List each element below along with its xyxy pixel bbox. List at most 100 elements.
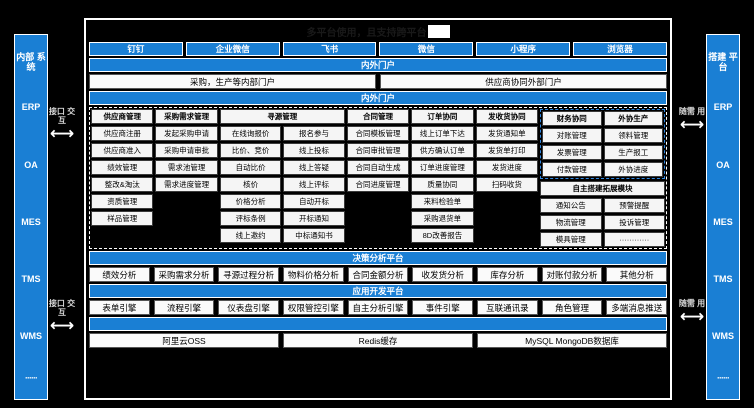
left-rail-item-mes[interactable]: MES [21,216,41,227]
matrix-item[interactable]: 通知公告 [540,198,602,213]
matrix-item[interactable]: 线上答疑 [283,160,345,175]
right-rail-item-mes[interactable]: MES [713,216,733,227]
decision-item[interactable]: 其他分析 [606,267,668,282]
matrix-item[interactable]: 需求进度管理 [155,177,218,192]
matrix-item[interactable]: 样品管理 [91,211,154,226]
portal-cell-external[interactable]: 供应商协同外部门户 [380,74,667,89]
appdev-item[interactable]: 互联通讯录 [477,300,538,315]
matrix-item[interactable]: 模具管理 [540,232,602,247]
left-rail-item-wms[interactable]: WMS [20,331,42,342]
matrix-item[interactable]: 比价、竞价 [219,143,282,158]
matrix-item[interactable]: 采购退货单 [411,211,474,226]
matrix-item[interactable]: 外协进度 [603,162,663,177]
right-rail-item-erp[interactable]: ERP [713,102,733,113]
appdev-item[interactable]: 多端消息推送 [606,300,668,315]
matrix-item[interactable]: 来料检验单 [411,194,474,209]
matrix-item[interactable]: 发货进度 [475,160,539,175]
platform-chip-dingtalk[interactable]: 钉钉 [89,42,183,56]
platform-chip-miniprogram[interactable]: 小程序 [476,42,571,56]
matrix-item[interactable]: 开标通知 [283,211,345,226]
matrix-item[interactable]: 供应商注册 [91,126,154,141]
matrix-item[interactable]: 8D改善报告 [411,228,474,243]
matrix-item[interactable]: 投诉管理 [603,215,665,230]
matrix-item[interactable]: 合同进度管理 [346,177,410,192]
appdev-item[interactable]: 自主分析引擎 [347,300,409,315]
matrix-dashed-region: 供应商管理 供应商注册 供应商准入 绩效管理 整改&淘汰 资质管理 样品管理 采… [89,107,667,249]
decision-item[interactable]: 绩效分析 [89,267,150,282]
appdev-item[interactable]: 角色管理 [541,300,603,315]
matrix-item[interactable]: 预警提醒 [603,198,665,213]
decision-item[interactable]: 库存分析 [477,267,538,282]
page-title: 多平台使用，且支持跨平台 [89,23,667,40]
matrix-item[interactable]: 自动开标 [283,194,345,209]
matrix-item[interactable]: 发票管理 [542,145,602,160]
matrix-spacer [346,228,410,243]
infra-item-database[interactable]: MySQL MongoDB数据库 [477,333,667,348]
left-connector-bottom: 接口 交互 ⟷ [48,299,76,333]
matrix-item[interactable]: 采购申请审批 [155,143,218,158]
decision-item[interactable]: 采购需求分析 [153,267,215,282]
matrix-item[interactable]: 供应商准入 [91,143,154,158]
matrix-highlight-region: 财务协同 对账管理 发票管理 付款管理 外协生产 领料管理 生产报工 外协进度 [540,109,665,179]
matrix-item[interactable]: 线上投标 [283,143,345,158]
appdev-item[interactable]: 流程引擎 [153,300,215,315]
matrix-header-contract: 合同管理 [346,109,410,124]
matrix-item[interactable]: 报名参与 [283,126,345,141]
right-connector-top-label: 随需 用 [678,107,706,116]
right-rail-item-wms[interactable]: WMS [712,331,734,342]
main-stage: 多平台使用，且支持跨平台 钉钉 企业微信 飞书 微信 小程序 浏览器 内外门户 … [84,18,672,400]
portal-cell-internal[interactable]: 采购，生产等内部门户 [89,74,376,89]
infra-item-redis[interactable]: Redis缓存 [283,333,473,348]
appdev-item[interactable]: 权限管控引擎 [283,300,344,315]
matrix-item[interactable]: 自动比价 [219,160,282,175]
matrix-item[interactable]: 价格分析 [219,194,282,209]
right-connector-top: 随需 用 ⟷ [678,107,706,133]
right-rail-item-oa[interactable]: OA [716,159,730,170]
matrix-item[interactable]: 合同模板管理 [346,126,410,141]
matrix-item[interactable]: 订单进度管理 [411,160,474,175]
matrix-item[interactable]: 需求池管理 [155,160,218,175]
appdev-item[interactable]: 仪表盘引擎 [218,300,280,315]
infra-item-oss[interactable]: 阿里云OSS [89,333,279,348]
right-rail-item-tms[interactable]: TMS [713,274,733,285]
matrix-item[interactable]: 线上订单下达 [411,126,474,141]
matrix-item[interactable]: 核价 [219,177,282,192]
left-rail-item-oa[interactable]: OA [24,159,38,170]
matrix-item[interactable]: 绩效管理 [91,160,154,175]
matrix-item[interactable]: 付款管理 [542,162,602,177]
matrix-item: ············ [603,232,665,247]
matrix-item[interactable]: 合同自动生成 [346,160,410,175]
platform-chip-browser[interactable]: 浏览器 [573,42,667,56]
matrix-item[interactable]: 物流管理 [540,215,602,230]
matrix-item[interactable]: 资质管理 [91,194,154,209]
decision-item[interactable]: 物料价格分析 [283,267,344,282]
matrix-item[interactable]: 质量协同 [411,177,474,192]
matrix-item[interactable]: 领料管理 [603,128,663,143]
left-rail-item-erp[interactable]: ERP [21,102,41,113]
matrix-item[interactable]: 合同审批管理 [346,143,410,158]
left-connector-top-label: 接口 交互 [48,107,76,125]
matrix-item[interactable]: 在线询报价 [219,126,282,141]
matrix-item[interactable]: 发货通知单 [475,126,539,141]
matrix-item[interactable]: 扫码收货 [475,177,539,192]
appdev-item[interactable]: 事件引擎 [412,300,474,315]
matrix-item[interactable]: 供方确认订单 [411,143,474,158]
matrix-item[interactable]: 线上邀约 [219,228,282,243]
matrix-item[interactable]: 发货单打印 [475,143,539,158]
platform-chip-wecom[interactable]: 企业微信 [185,42,280,56]
matrix-item[interactable]: 发起采购申请 [155,126,218,141]
left-rail-item-tms[interactable]: TMS [21,274,41,285]
decision-item[interactable]: 对账付款分析 [541,267,603,282]
decision-item[interactable]: 合同金额分析 [347,267,409,282]
matrix-item[interactable]: 整改&淘汰 [91,177,154,192]
matrix-item[interactable]: 线上评标 [283,177,345,192]
matrix-item[interactable]: 中标通知书 [283,228,345,243]
platform-chip-wechat[interactable]: 微信 [379,42,474,56]
platform-chip-feishu[interactable]: 飞书 [282,42,377,56]
decision-item[interactable]: 寻源过程分析 [218,267,280,282]
matrix-item[interactable]: 评标条例 [219,211,282,226]
appdev-item[interactable]: 表单引擎 [89,300,150,315]
matrix-item[interactable]: 对账管理 [542,128,602,143]
decision-item[interactable]: 收发货分析 [412,267,474,282]
matrix-item[interactable]: 生产报工 [603,145,663,160]
